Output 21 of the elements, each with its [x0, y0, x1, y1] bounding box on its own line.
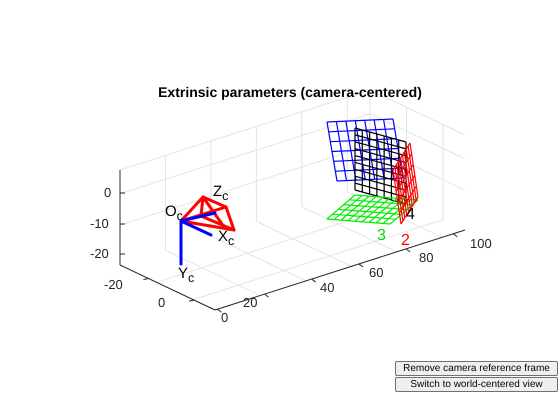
switch-view-button: Switch to world-centered view — [395, 377, 558, 392]
axis-tick-label: 0 — [104, 186, 112, 199]
axis-name: X$_{c}$ — [218, 229, 234, 248]
plot-title: Extrinsic parameters (camera-centered) — [157, 85, 423, 99]
plane-number: 4 — [406, 207, 415, 223]
axis-tick-label: 20 — [243, 296, 258, 309]
axis-tick-label: -20 — [90, 247, 109, 260]
axis-tick-label: 80 — [419, 251, 434, 264]
axis-tick-label: 100 — [470, 237, 492, 250]
axis-name: Y$_{c}$ — [178, 266, 194, 284]
axis-tick-label: 60 — [369, 266, 384, 279]
axis-name: O$_{c}$ — [165, 204, 183, 222]
remove-frame-button: Remove camera reference frame — [395, 361, 558, 376]
axis-tick-label: -10 — [90, 217, 109, 230]
axis-tick-label: 0 — [221, 311, 228, 324]
axis-tick-label: -20 — [104, 278, 123, 291]
axis-tick-label: 40 — [320, 281, 334, 294]
plane-number: 2 — [401, 233, 410, 249]
axis-tick-label: 0 — [158, 296, 166, 309]
plane-number: 3 — [377, 228, 386, 244]
axis-name: Z$_{c}$ — [213, 184, 228, 202]
